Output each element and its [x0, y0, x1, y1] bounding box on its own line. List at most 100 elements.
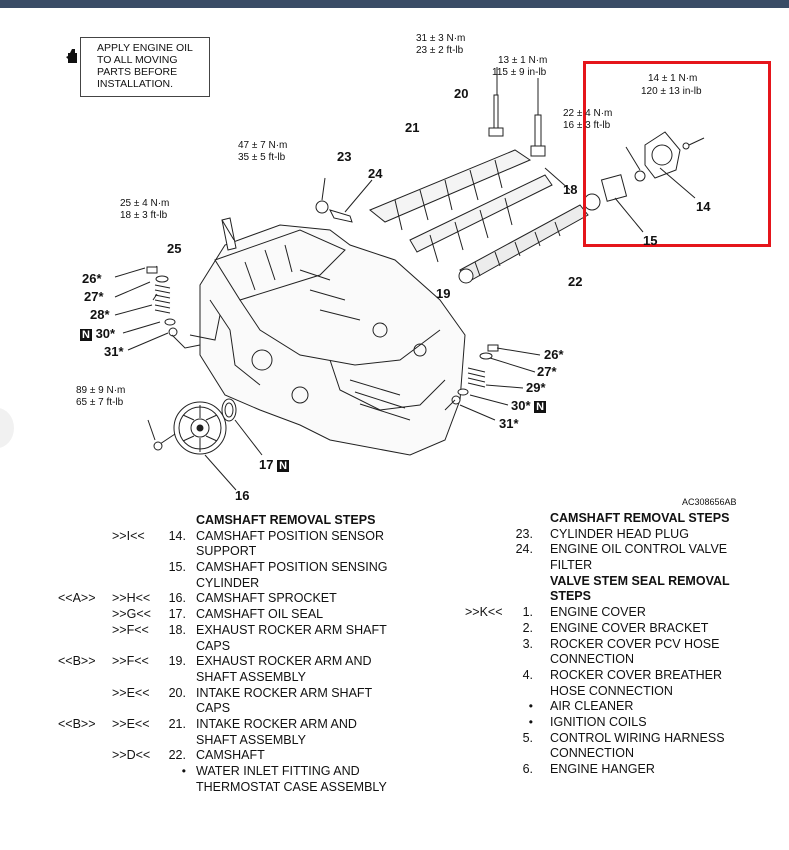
step-row: >>E<<20.INTAKE ROCKER ARM SHAFT: [58, 686, 408, 702]
step-text: ENGINE COVER: [550, 605, 646, 620]
steps-heading: VALVE STEM SEAL REMOVAL: [550, 573, 730, 588]
step-row: FILTER: [465, 558, 765, 574]
new-part-mark: N: [80, 329, 92, 341]
step-row: SUPPORT: [58, 544, 408, 560]
step-text: AIR CLEANER: [550, 699, 634, 714]
step-ref-b: >>E<<: [112, 685, 150, 700]
step-number: 17.: [168, 607, 186, 622]
step-text: CONTROL WIRING HARNESS: [550, 730, 725, 745]
engine-oil-note: APPLY ENGINE OIL TO ALL MOVING PARTS BEF…: [80, 37, 210, 97]
callout-15: 15: [643, 233, 658, 248]
step-ref-b: >>F<<: [112, 622, 149, 637]
callout-26-right: 26*: [544, 347, 564, 362]
callout-27-left: 27*: [84, 289, 104, 304]
step-row: >>D<< 22. CAMSHAFT: [58, 748, 408, 764]
callout-21: 21: [405, 120, 420, 135]
torque-label: 18 ± 3 ft-lb: [120, 210, 168, 221]
callout-24: 24: [368, 166, 383, 181]
window-top-bar: [0, 0, 789, 8]
step-row: 4.ROCKER COVER BREATHER: [465, 668, 765, 684]
step-ref-b: >>D<<: [112, 748, 151, 763]
torque-label: 13 ± 1 N·m: [498, 55, 548, 66]
figure-id: AC308656AB: [682, 497, 737, 507]
step-number: 4.: [522, 667, 533, 682]
step-row: 2.ENGINE COVER BRACKET: [465, 621, 765, 637]
step-row: CAMSHAFT REMOVAL STEPS: [465, 511, 765, 527]
callout-26-left: 26*: [82, 271, 102, 286]
step-ref-b: >>F<<: [112, 654, 149, 669]
step-number: 23.: [515, 526, 533, 541]
callout-31-left: 31*: [104, 344, 124, 359]
scroll-edge-shadow: [0, 408, 14, 448]
step-row: 23. CYLINDER HEAD PLUG: [465, 527, 765, 543]
step-number: 22.: [168, 748, 186, 763]
callout-14: 14: [696, 199, 711, 214]
step-row: >>I<< 14. CAMSHAFT POSITION SENSOR: [58, 529, 408, 545]
torque-label: 89 ± 9 N·m: [76, 385, 126, 396]
oil-note-line: INSTALLATION.: [97, 78, 174, 90]
step-row: 15.CAMSHAFT POSITION SENSING: [58, 560, 408, 576]
step-text: CYLINDER HEAD PLUG: [550, 526, 689, 541]
step-text: IGNITION COILS: [550, 714, 647, 729]
step-ref-b: >>G<<: [112, 607, 151, 622]
steps-heading: CAMSHAFT REMOVAL STEPS: [550, 511, 730, 525]
oil-note-line: APPLY ENGINE OIL: [97, 42, 193, 54]
step-row: 5. CONTROL WIRING HARNESS: [465, 731, 765, 747]
step-text: SHAFT ASSEMBLY: [196, 732, 306, 747]
step-row: CONNECTION: [465, 746, 765, 762]
callout-20: 20: [454, 86, 469, 101]
step-number: 3.: [522, 636, 533, 651]
step-text: CAMSHAFT OIL SEAL: [196, 607, 324, 622]
step-row: >>G<< 17. CAMSHAFT OIL SEAL: [58, 607, 408, 623]
callout-22: 22: [568, 274, 583, 289]
callout-17: 17 N: [259, 457, 290, 472]
step-number: 16.: [168, 591, 186, 606]
step-row: <<B>>>>E<<21.INTAKE ROCKER ARM AND: [58, 717, 408, 733]
step-number: 5.: [522, 730, 533, 745]
step-text: FILTER: [550, 558, 593, 573]
step-row: THERMOSTAT CASE ASSEMBLY: [58, 780, 408, 796]
highlight-box: [583, 61, 771, 247]
engine-exploded-diagram: [114, 67, 705, 491]
step-text: CAMSHAFT POSITION SENSOR: [196, 528, 384, 543]
callout-19: 19: [436, 286, 451, 301]
step-text: CAPS: [196, 701, 231, 716]
step-text: CAMSHAFT SPROCKET: [196, 591, 337, 606]
step-text: ENGINE COVER BRACKET: [550, 620, 709, 635]
step-text: CAMSHAFT: [196, 748, 265, 763]
torque-label: 31 ± 3 N·m: [416, 33, 466, 44]
step-row: •AIR CLEANER: [465, 699, 765, 715]
step-row: 3.ROCKER COVER PCV HOSE: [465, 637, 765, 653]
step-ref-b: >>I<<: [112, 528, 145, 543]
torque-label: 23 ± 2 ft-lb: [416, 45, 464, 56]
steps-heading: STEPS: [550, 589, 591, 604]
step-number: 15.: [168, 560, 186, 575]
step-text: THERMOSTAT CASE ASSEMBLY: [196, 779, 387, 794]
callout-27-right: 27*: [537, 364, 557, 379]
step-ref-a: <<B>>: [58, 654, 96, 669]
step-row: •WATER INLET FITTING AND: [58, 764, 408, 780]
torque-label: 120 ± 13 in-lb: [641, 86, 702, 97]
step-number: 14.: [168, 528, 186, 543]
torque-label: 25 ± 4 N·m: [120, 198, 170, 209]
callout-29: 29*: [526, 380, 546, 395]
callout-30-left: N 30*: [80, 326, 115, 341]
step-row: STEPS: [465, 589, 765, 605]
callout-16: 16: [235, 488, 250, 503]
oil-note-line: PARTS BEFORE: [97, 66, 178, 78]
step-number: •: [181, 764, 186, 778]
step-text: INTAKE ROCKER ARM AND: [196, 716, 357, 731]
step-row: SHAFT ASSEMBLY: [58, 733, 408, 749]
torque-label: 35 ± 5 ft-lb: [238, 152, 286, 163]
torque-label: 115 ± 9 in-lb: [492, 67, 547, 78]
step-number: 1.: [522, 605, 533, 620]
step-number: 6.: [522, 762, 533, 776]
callout-28: 28*: [90, 307, 110, 322]
step-text: EXHAUST ROCKER ARM AND: [196, 654, 372, 669]
step-number: •: [528, 714, 533, 729]
steps-heading: CAMSHAFT REMOVAL STEPS: [196, 513, 376, 527]
right-steps-list: CAMSHAFT REMOVAL STEPS 23. CYLINDER HEAD P…: [465, 511, 765, 778]
step-text: ENGINE HANGER: [550, 762, 655, 776]
step-ref-a: <<B>>: [58, 716, 96, 731]
new-part-mark: N: [534, 401, 547, 413]
